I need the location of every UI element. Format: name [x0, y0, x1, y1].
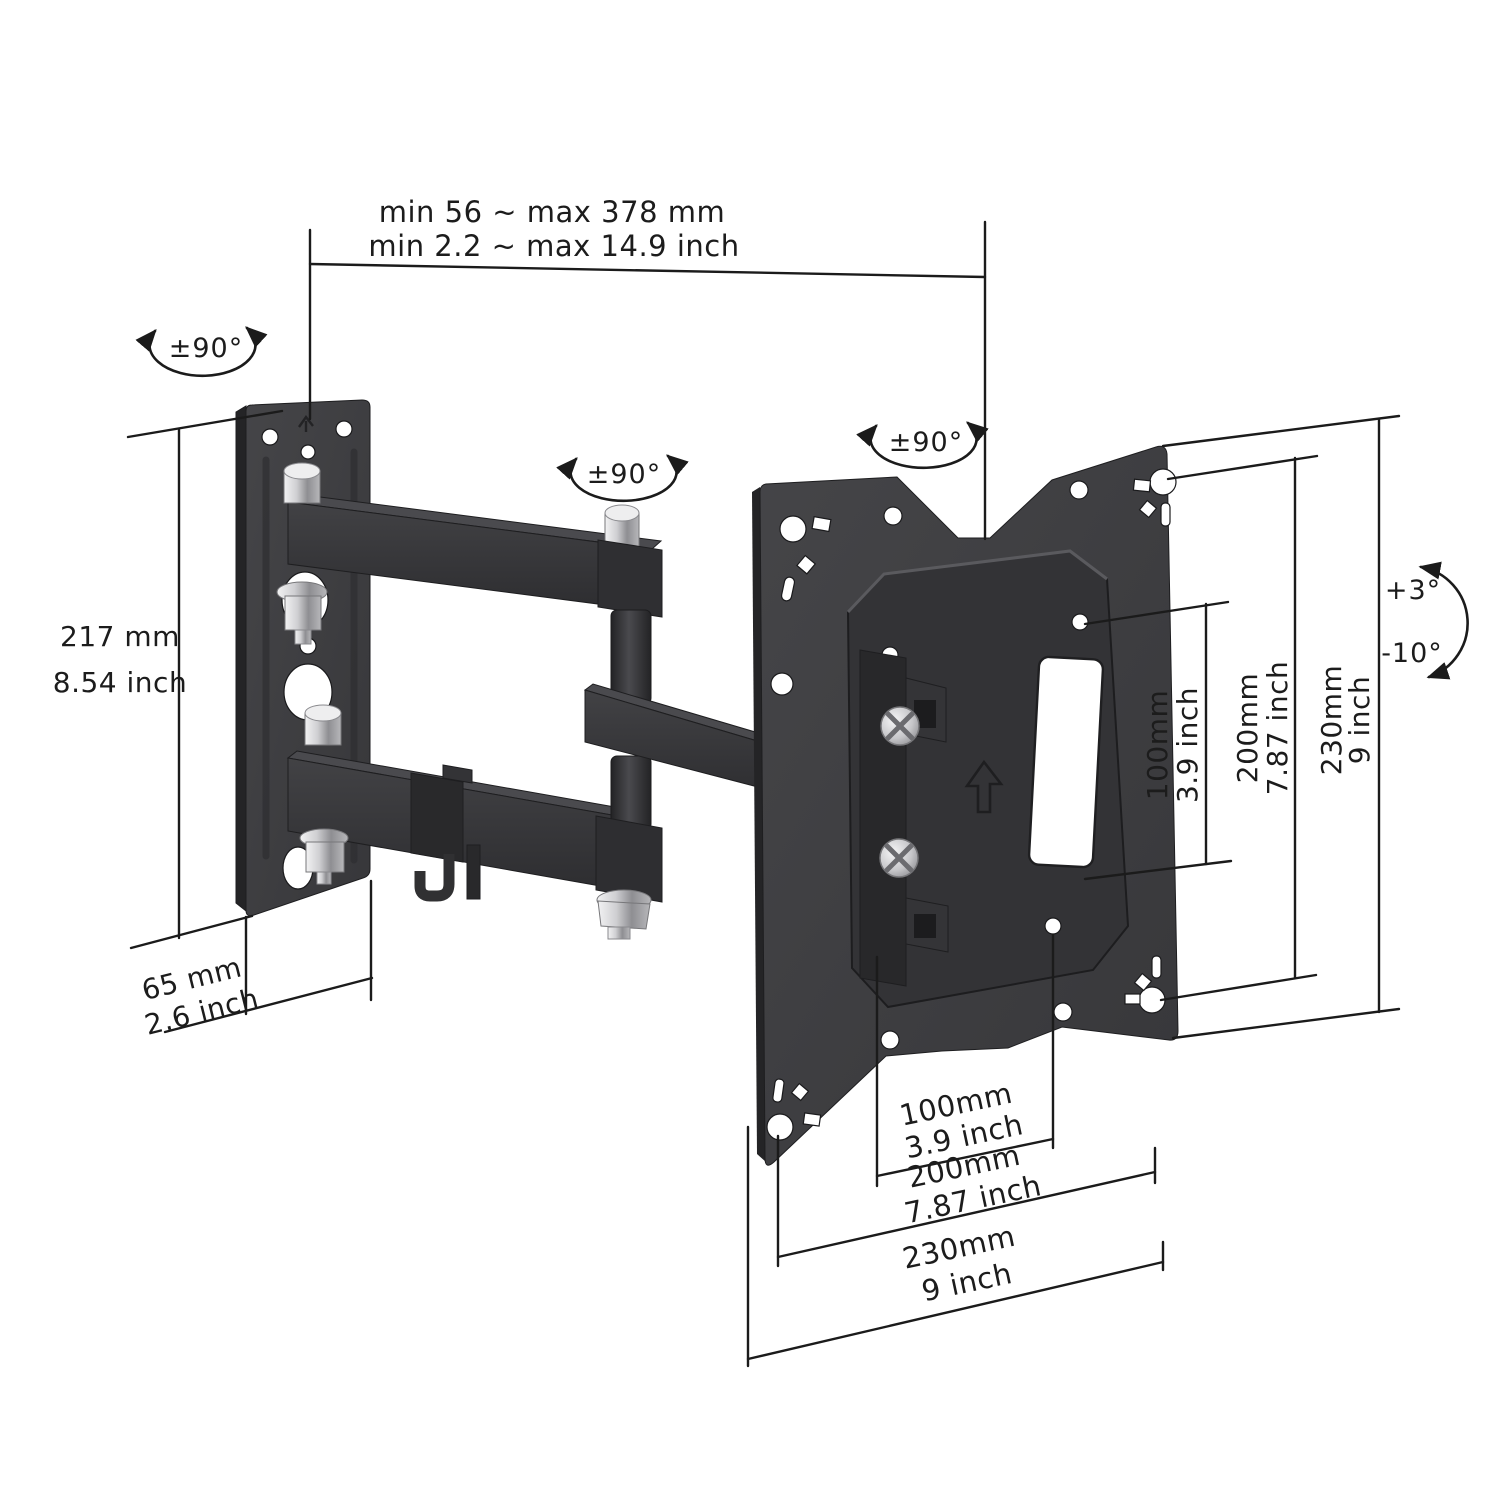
lower-wall-pivot-screw	[299, 704, 349, 885]
rotation-arrow-plate: ±90°	[856, 421, 989, 470]
up-arrow-emboss-icon	[298, 414, 314, 432]
arm-clamp	[410, 764, 473, 863]
dim-extension-range: min 56 ~ max 378 mm min 2.2 ~ max 14.9 i…	[308, 195, 987, 541]
vesa-v100-metric: 100mm	[1141, 690, 1174, 801]
post-bolt-tip	[607, 926, 631, 940]
cable-hook	[414, 844, 481, 902]
extension-range-metric: min 56 ~ max 378 mm	[379, 195, 726, 229]
vesa-corner-holes	[766, 468, 1177, 1141]
lower-arm-end-block	[595, 815, 663, 903]
vesa-plate-side-face	[752, 487, 766, 1162]
bracket-notch	[914, 914, 936, 938]
post-cylinder-lower	[610, 755, 652, 831]
bracket-strip	[859, 649, 907, 987]
upper-wall-pivot-screw	[276, 462, 328, 645]
hook-bracket	[859, 649, 949, 987]
plate-height-metric: 217 mm	[60, 620, 180, 653]
dim-vesa-vertical-200: 200mm 7.87 inch	[1159, 454, 1319, 1002]
hex-nut	[284, 595, 322, 631]
vesa-v100-imperial: 3.9 inch	[1171, 687, 1204, 803]
wall-plate-hole	[261, 428, 279, 446]
plate-height-imperial: 8.54 inch	[53, 666, 187, 699]
rotation-arrow-wall: ±90°	[135, 326, 268, 378]
wall-plate-side-face	[235, 405, 247, 913]
tilt-up-label: +3°	[1385, 575, 1441, 606]
vesa-mid-holes	[770, 480, 1089, 1050]
bolt-tip	[294, 629, 312, 645]
swivel-middle-label: ±90°	[587, 459, 661, 490]
up-arrow-emboss-icon	[964, 759, 1004, 814]
inner-plate-bevel	[846, 549, 1108, 614]
rotation-arrow-middle: ±90°	[556, 454, 689, 503]
post-top-screw-cap	[604, 504, 640, 522]
vesa-hole-100	[1071, 613, 1089, 631]
swivel-wall-label: ±90°	[169, 333, 243, 364]
post-bottom-nut	[597, 900, 651, 930]
clamp-tab	[442, 764, 473, 784]
vesa-v200-imperial: 7.87 inch	[1261, 661, 1294, 795]
vesa-v230-imperial: 9 inch	[1343, 676, 1376, 764]
phillips-screw	[880, 706, 920, 746]
vesa-v200-metric: 200mm	[1231, 673, 1264, 784]
center-post	[595, 504, 663, 940]
clamp-sleeve	[410, 772, 464, 863]
wall-plate-hole	[300, 444, 316, 460]
bolt-tip	[316, 871, 332, 885]
vesa-hole-100	[1044, 917, 1062, 935]
extension-range-imperial: min 2.2 ~ max 14.9 inch	[368, 229, 739, 263]
hook-back-plate	[466, 844, 481, 900]
inner-plate-slot	[1027, 655, 1105, 869]
screw-cap	[304, 704, 342, 722]
bracket-notch	[914, 700, 936, 728]
tilt-down-label: -10°	[1381, 638, 1443, 669]
hex-nut	[305, 841, 345, 873]
vesa-plate	[752, 445, 1179, 1166]
dim-wall-plate-height: 217 mm 8.54 inch	[53, 409, 284, 950]
screw-cap	[283, 462, 321, 480]
swivel-plate-label: ±90°	[889, 427, 963, 458]
dim-vesa-vertical-100: 100mm 3.9 inch	[1083, 600, 1233, 881]
phillips-screw	[879, 838, 919, 878]
post-cylinder-upper	[610, 609, 652, 705]
hook-curve	[414, 854, 455, 902]
wall-plate-hole	[335, 420, 353, 438]
dim-vesa-vertical-230: 230mm 9 inch	[1161, 414, 1401, 1040]
vesa-v230-metric: 230mm	[1315, 665, 1348, 776]
upper-arm-end-block	[597, 539, 663, 618]
tilt-arrow: +3° -10°	[1381, 561, 1469, 680]
